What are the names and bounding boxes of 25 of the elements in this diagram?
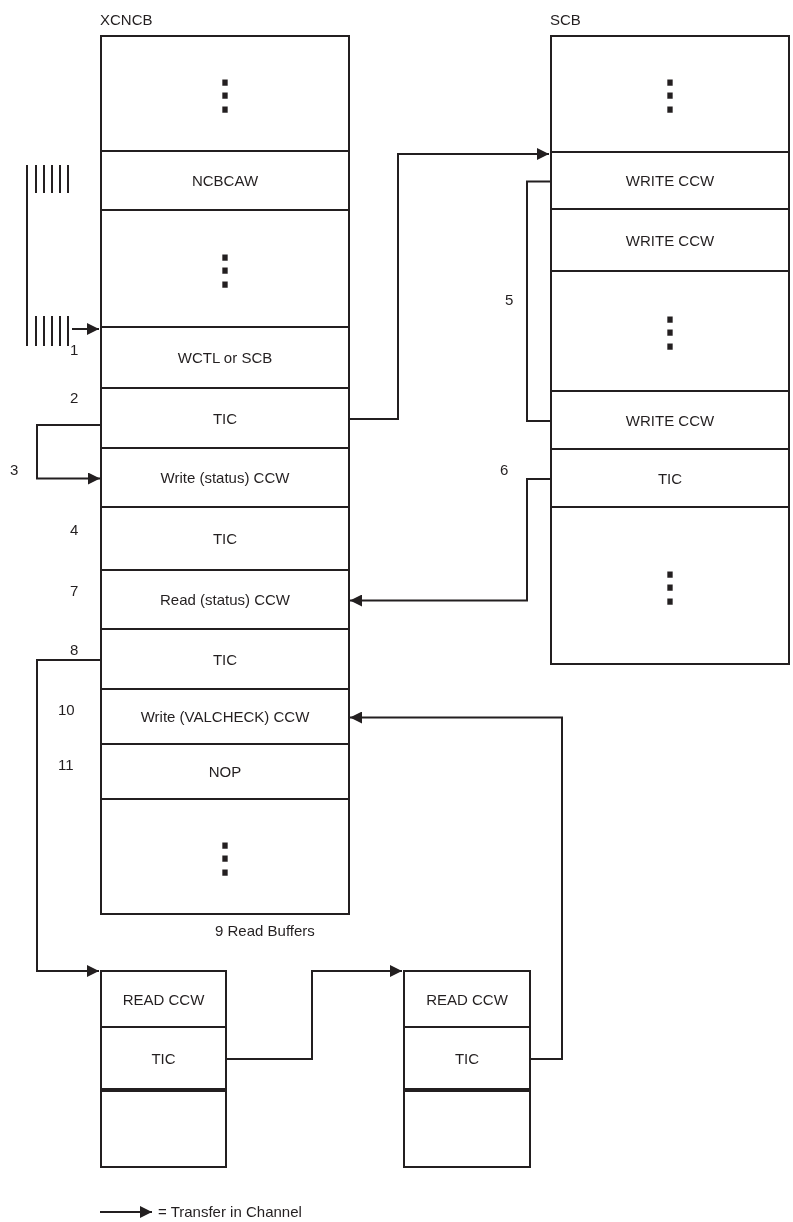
callout-number: 3 <box>10 461 19 478</box>
arrow <box>349 711 563 1060</box>
callout-number: 1 <box>70 341 79 358</box>
bracket-line <box>526 180 551 422</box>
callout-number: 2 <box>70 389 79 406</box>
empty-cell <box>100 1090 227 1168</box>
block-title: SCB <box>550 11 581 28</box>
buffer-block <box>403 970 531 1166</box>
pointer-arrow <box>26 164 100 347</box>
callout-number: 6 <box>500 461 509 478</box>
empty-cell <box>403 1090 531 1168</box>
arrow <box>36 659 101 977</box>
callout-number: 11 <box>58 756 74 773</box>
callout-number: 7 <box>70 582 79 599</box>
arrow <box>36 424 101 485</box>
note-text: 9 Read Buffers <box>215 922 315 939</box>
legend-text: = Transfer in Channel <box>158 1203 302 1220</box>
arrow <box>349 478 551 607</box>
arrow <box>349 148 550 420</box>
callout-number: 8 <box>70 641 79 658</box>
buffer-block <box>100 970 227 1166</box>
arrow <box>226 965 403 1060</box>
block-title: XCNCB <box>100 11 153 28</box>
callout-number: 10 <box>58 701 75 718</box>
callout-number: 4 <box>70 521 79 538</box>
